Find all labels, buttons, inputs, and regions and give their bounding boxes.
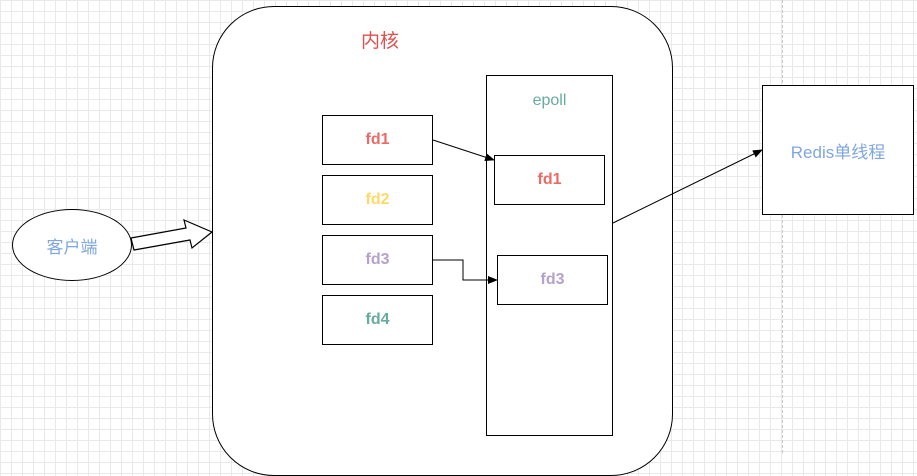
kernel-fd2-box: fd2 [322,175,433,225]
fd1-to-epoll-arrow [432,139,495,161]
kernel-label: 内核 [360,31,399,52]
epoll-fd3-box: fd3 [497,255,608,305]
epoll-label: epoll [532,92,567,109]
fd3-to-epoll-arrow [433,259,498,284]
client-ellipse: 客户端 [12,209,132,281]
epoll-to-redis-arrow [612,149,763,224]
connector-layer [130,139,763,284]
dashed-page-boundary [782,0,783,453]
kernel-fd4-box: fd4 [322,295,433,345]
epoll-fd1-box: fd1 [494,155,605,205]
client-to-kernel-arrow [130,218,214,251]
redis-single-thread-box: Redis单线程 [762,85,914,215]
kernel-fd1-box: fd1 [322,115,433,165]
kernel-fd3-box: fd3 [322,235,433,285]
